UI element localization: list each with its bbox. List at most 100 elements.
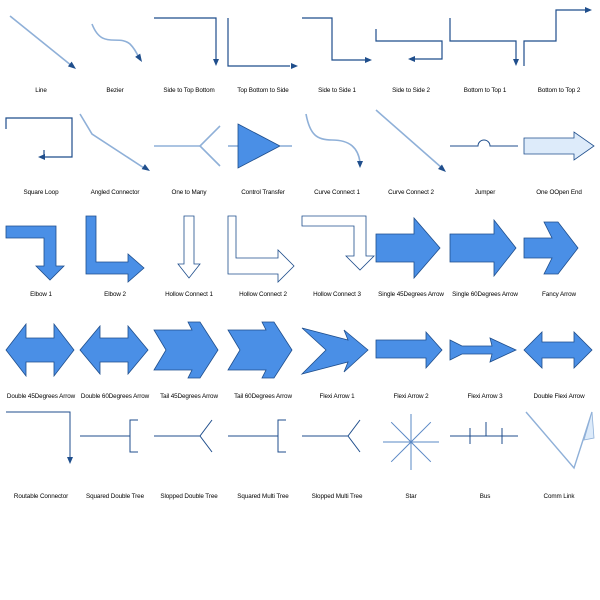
square-loop-icon — [5, 117, 73, 160]
shape-label: Line — [35, 87, 47, 94]
shape-double-45-arrow[interactable]: Double 45Degrees Arrow — [4, 310, 78, 410]
shape-label: Double Flexi Arrow — [533, 393, 585, 400]
shape-routable-connector[interactable]: Routable Connector — [4, 410, 78, 510]
slopped-double-tree-icon — [154, 419, 213, 453]
shape-label: Single 45Degrees Arrow — [378, 291, 444, 298]
shape-double-flexi-arrow[interactable]: Double Flexi Arrow — [522, 310, 596, 410]
shape-label: Slopped Multi Tree — [311, 493, 363, 500]
shape-star[interactable]: Star — [374, 410, 448, 510]
shape-bus[interactable]: Bus — [448, 410, 522, 510]
shape-label: Double 45Degrees Arrow — [6, 393, 76, 400]
tail-45-arrow-icon — [153, 321, 219, 379]
shape-label: Single 60Degrees Arrow — [452, 291, 518, 298]
slopped-multi-tree-icon — [302, 419, 361, 453]
shape-flexi-arrow-3[interactable]: Flexi Arrow 3 — [448, 310, 522, 410]
shape-jumper[interactable]: Jumper — [448, 106, 522, 206]
shape-label: Fancy Arrow — [542, 291, 576, 298]
shape-label: Double 60Degrees Arrow — [80, 393, 150, 400]
shape-fancy-arrow[interactable]: Fancy Arrow — [522, 208, 596, 308]
double-flexi-arrow-icon — [523, 331, 593, 369]
shape-label: Flexi Arrow 2 — [393, 393, 429, 400]
shape-label: Flexi Arrow 3 — [467, 393, 503, 400]
shape-label: One OOpen End — [536, 189, 582, 196]
double-45-arrow-icon — [5, 322, 75, 378]
shape-label: Square Loop — [23, 189, 59, 196]
shape-label: Bottom to Top 2 — [537, 87, 581, 94]
shape-label: Bezier — [106, 87, 124, 94]
shape-line[interactable]: Line — [4, 4, 78, 104]
shape-flexi-arrow-2[interactable]: Flexi Arrow 2 — [374, 310, 448, 410]
open-end-arrow-icon — [523, 131, 595, 161]
shape-label: Flexi Arrow 1 — [319, 393, 355, 400]
shape-label: Hollow Connect 2 — [239, 291, 287, 298]
shape-label: Comm Link — [543, 493, 575, 500]
shape-hollow-connect-1[interactable]: Hollow Connect 1 — [152, 208, 226, 308]
shape-single-60-arrow[interactable]: Single 60Degrees Arrow — [448, 208, 522, 308]
jumper-icon — [450, 139, 518, 147]
one-to-many-icon — [154, 125, 221, 167]
shape-bezier[interactable]: Bezier — [78, 4, 152, 104]
shape-label: Hollow Connect 3 — [313, 291, 361, 298]
bezier-connector-icon — [91, 23, 142, 62]
shape-elbow-1[interactable]: Elbow 1 — [4, 208, 78, 308]
shape-side-to-side-2[interactable]: Side to Side 2 — [374, 4, 448, 104]
shape-label: Squared Double Tree — [86, 493, 144, 500]
elbow-2-icon — [85, 215, 145, 283]
side-to-top-bottom-icon — [154, 17, 219, 66]
bus-connector-icon — [450, 422, 518, 444]
shape-comm-link[interactable]: Comm Link — [522, 410, 596, 510]
shape-side-to-side-1[interactable]: Side to Side 1 — [300, 4, 374, 104]
shape-squared-multi-tree[interactable]: Squared Multi Tree — [226, 410, 300, 510]
fancy-arrow-icon — [523, 221, 579, 275]
shape-side-to-top-bottom[interactable]: Side to Top Bottom — [152, 4, 226, 104]
control-transfer-icon — [228, 123, 292, 169]
shape-label: Routable Connector — [13, 493, 69, 500]
side-to-side-1-icon — [302, 17, 372, 63]
line-connector-icon — [9, 15, 76, 69]
hollow-connect-2-icon — [227, 215, 295, 283]
shape-curve-connect-2[interactable]: Curve Connect 2 — [374, 106, 448, 206]
shape-tail-45-arrow[interactable]: Tail 45Degrees Arrow — [152, 310, 226, 410]
shape-tail-60-arrow[interactable]: Tail 60Degrees Arrow — [226, 310, 300, 410]
shape-hollow-connect-3[interactable]: Hollow Connect 3 — [300, 208, 375, 308]
shape-slopped-double-tree[interactable]: Slopped Double Tree — [152, 410, 226, 510]
shape-label: Bus — [479, 493, 491, 500]
shape-curve-connect-1[interactable]: Curve Connect 1 — [300, 106, 374, 206]
shape-hollow-connect-2[interactable]: Hollow Connect 2 — [226, 208, 300, 308]
shape-angled-connector[interactable]: Angled Connector — [78, 106, 152, 206]
shape-elbow-2[interactable]: Elbow 2 — [78, 208, 152, 308]
shape-single-45-arrow[interactable]: Single 45Degrees Arrow — [374, 208, 448, 308]
shape-label: Top Bottom to Side — [237, 87, 289, 94]
shape-label: Curve Connect 2 — [388, 189, 434, 196]
shape-bottom-to-top-1[interactable]: Bottom to Top 1 — [448, 4, 522, 104]
shape-label: Side to Top Bottom — [163, 87, 215, 94]
shape-label: Elbow 1 — [30, 291, 52, 298]
shape-label: Control Transfer — [241, 189, 285, 196]
shape-label: Elbow 2 — [104, 291, 126, 298]
shape-label: Star — [405, 493, 417, 500]
shape-label: One to Many — [171, 189, 207, 196]
curve-connect-1-icon — [305, 113, 363, 168]
hollow-connect-1-icon — [177, 215, 201, 279]
angled-connector-icon — [79, 113, 150, 171]
shape-one-to-many[interactable]: One to Many — [152, 106, 226, 206]
single-60-arrow-icon — [449, 218, 517, 278]
shape-squared-double-tree[interactable]: Squared Double Tree — [78, 410, 152, 510]
squared-double-tree-icon — [80, 419, 138, 453]
shape-control-transfer[interactable]: Control Transfer — [226, 106, 300, 206]
shape-bottom-to-top-2[interactable]: Bottom to Top 2 — [522, 4, 596, 104]
shape-label: Hollow Connect 1 — [165, 291, 213, 298]
shape-double-60-arrow[interactable]: Double 60Degrees Arrow — [78, 310, 152, 410]
shape-one-open-end[interactable]: One OOpen End — [522, 106, 596, 206]
flexi-arrow-3-icon — [449, 337, 517, 363]
routable-connector-icon — [6, 411, 73, 464]
shape-flexi-arrow-1[interactable]: Flexi Arrow 1 — [300, 310, 374, 410]
shape-top-bottom-to-side[interactable]: Top Bottom to Side — [226, 4, 300, 104]
shape-label: Side to Side 2 — [392, 87, 430, 94]
shape-square-loop[interactable]: Square Loop — [4, 106, 78, 206]
single-45-arrow-icon — [375, 216, 441, 280]
shape-label: Slopped Double Tree — [160, 493, 218, 500]
star-connector-icon — [383, 414, 439, 470]
shape-slopped-multi-tree[interactable]: Slopped Multi Tree — [300, 410, 374, 510]
shape-label: Squared Multi Tree — [237, 493, 289, 500]
